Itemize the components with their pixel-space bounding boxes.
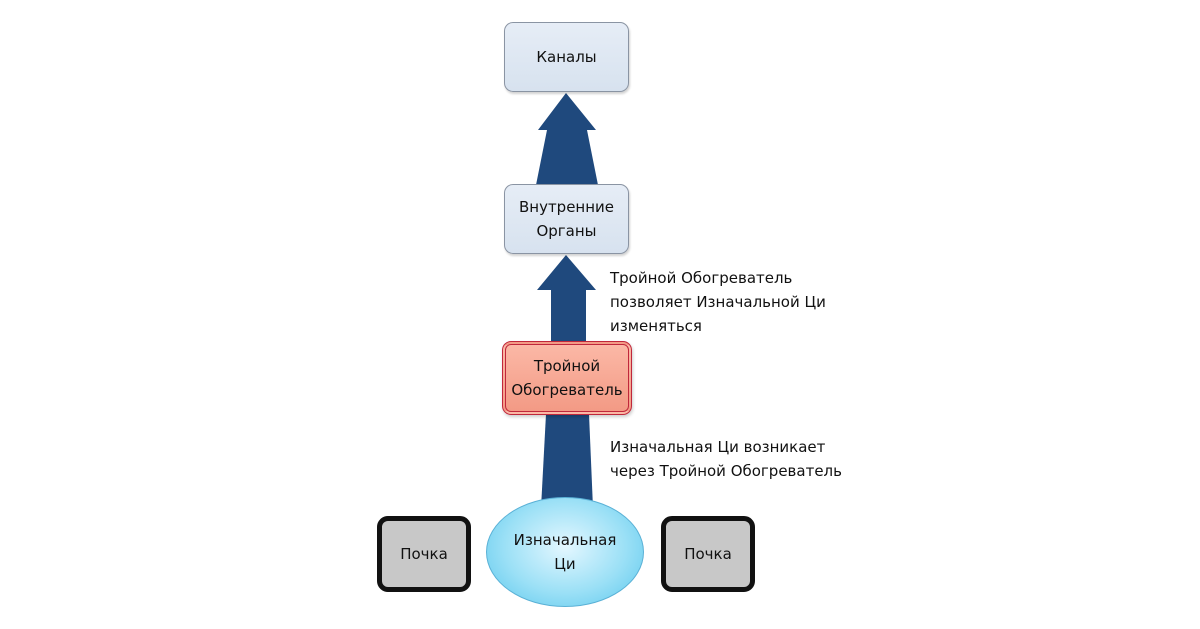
original-qi-node: Изначальная Ци [486, 497, 644, 607]
arrow-qi-to-heater [541, 414, 593, 508]
triple-heater-label: Тройной Обогреватель [511, 357, 623, 399]
left-kidney-label: Почка [400, 545, 448, 563]
lower-annotation: Изначальная Ци возникает через Тройной О… [610, 438, 842, 480]
upper-annotation: Тройной Обогреватель позволяет Изначальн… [610, 269, 826, 335]
internal-organs-label: Внутренние Органы [518, 198, 615, 240]
arrow-organs-to-channels [536, 93, 598, 185]
arrow-heater-to-organs [537, 255, 596, 345]
original-qi-label: Изначальная Ци [513, 531, 617, 573]
triple-heater-node: Тройной Обогреватель [502, 341, 632, 415]
internal-organs-node: Внутренние Органы [504, 184, 629, 254]
left-kidney-node: Почка [377, 516, 471, 592]
right-kidney-label: Почка [684, 545, 732, 563]
right-kidney-node: Почка [661, 516, 755, 592]
channels-label: Каналы [536, 48, 597, 66]
channels-node: Каналы [504, 22, 629, 92]
